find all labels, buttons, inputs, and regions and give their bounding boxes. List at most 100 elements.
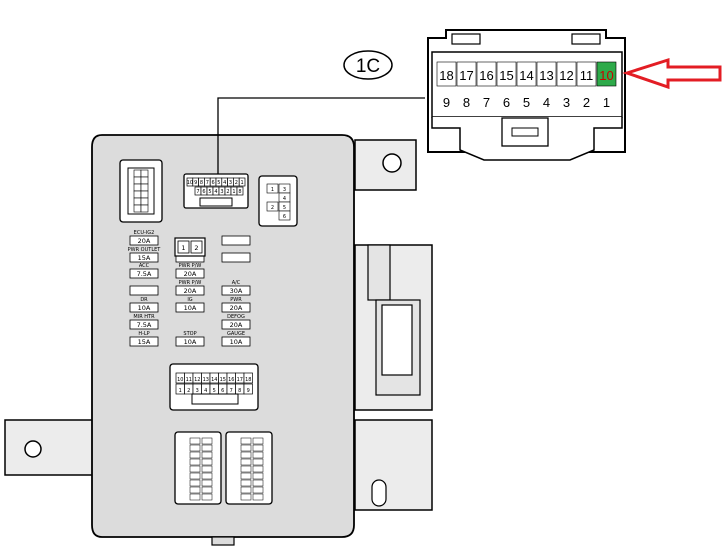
fuse-name-label: ECU-IG2 [134, 230, 155, 236]
pin-label: 6 [503, 95, 510, 110]
lower-connector-pin-label: 3 [196, 388, 199, 394]
lower-connector-pin-label: 7 [230, 388, 233, 394]
fuse-slot [221, 285, 251, 296]
vertical-connector-cell [189, 444, 201, 452]
fuse-rating-label: 20A [230, 304, 243, 312]
pin-cell [516, 61, 537, 87]
pin-label: 13 [539, 68, 553, 83]
lower-connector-pin-label: 6 [221, 388, 224, 394]
left-connector-cell [140, 183, 149, 192]
vertical-connector-cell [189, 479, 201, 487]
fuse-box-body [91, 134, 355, 538]
left-connector-cell [133, 176, 142, 185]
right-plug-pin-label: 3 [283, 187, 286, 193]
fuse-slot [129, 302, 159, 313]
fuse-slot [175, 268, 205, 279]
vertical-connector-cell [189, 472, 201, 480]
small-connector-pin-label: 8 [238, 189, 241, 195]
vertical-connector-cell [201, 493, 213, 501]
fuse-name-label: IG [187, 297, 192, 303]
fuse-slot [221, 302, 251, 313]
small-connector-pin-label: 4 [223, 180, 226, 186]
pin-label: 3 [563, 95, 570, 110]
left-connector-cell [133, 204, 142, 213]
vertical-connector-cell [189, 465, 201, 473]
fuse-slot [129, 235, 159, 246]
lower-connector-pin-label: 11 [186, 377, 192, 383]
vertical-connector-cell [240, 458, 252, 466]
lower-connector-pin-label: 17 [237, 377, 243, 383]
fuse-rating-label: 30A [230, 287, 243, 295]
small-connector-pin-label: 2 [235, 180, 238, 186]
right-plug-pin-label: 5 [283, 205, 286, 211]
vertical-connector-cell [201, 444, 213, 452]
vertical-connector-cell [252, 437, 264, 445]
fuse-name-label: ACC [139, 263, 150, 269]
lower-connector-pin-label: 12 [194, 377, 200, 383]
fuse-name-label: PWR [230, 297, 242, 303]
small-connector-pin-label: 7 [206, 180, 209, 186]
small-connector-pin-label: 10 [187, 180, 193, 186]
pin-cell [456, 61, 477, 87]
pin-label: 2 [583, 95, 590, 110]
left-connector-cell [133, 197, 142, 206]
fuse-slot [221, 235, 251, 246]
lower-connector-pin-label: 16 [228, 377, 234, 383]
vertical-connector-cell [240, 465, 252, 473]
pin-cell [436, 61, 457, 87]
pin-cell [536, 61, 557, 87]
right-plug-pin-label: 6 [283, 214, 286, 220]
pin-label: 8 [463, 95, 470, 110]
fuse-name-label: DR [140, 297, 148, 303]
pin-cell [496, 61, 517, 87]
fuse-name-label: H-LP [138, 331, 149, 337]
vertical-connector-cell [252, 451, 264, 459]
pin-cell [576, 61, 597, 87]
pin-cell [556, 61, 577, 87]
small-connector-cell [236, 186, 244, 196]
callout-1c: 1C [343, 50, 393, 80]
vertical-connector-cell [201, 472, 213, 480]
vertical-connector-cell [252, 458, 264, 466]
pin-label: 18 [439, 68, 453, 83]
fuse-slot [221, 252, 251, 263]
lower-connector-cell [243, 383, 253, 395]
pin-label: 14 [519, 68, 533, 83]
pin-label: 7 [483, 95, 490, 110]
right-plug-cell [266, 183, 279, 194]
vertical-connector-cell [240, 451, 252, 459]
small-connector-pin-label: 6 [202, 189, 205, 195]
fuse-name-label: PWR P/W [179, 263, 202, 269]
vertical-connector-cell [201, 465, 213, 473]
small-connector-cell [238, 177, 246, 187]
fuse-rating-label: 10A [138, 304, 151, 312]
lower-connector-pin-label: 14 [211, 377, 217, 383]
left-connector-cell [140, 204, 149, 213]
vertical-connector-cell [189, 458, 201, 466]
small-connector-pin-label: 1 [241, 180, 244, 186]
vertical-connector-cell [201, 451, 213, 459]
fuse-name-label: GAUGE [227, 331, 245, 337]
right-plug-pin-label: 4 [283, 196, 286, 202]
fuse-name-label: PWR OUTLET [128, 247, 162, 253]
bottom-right-connector [225, 431, 273, 505]
right-plug-pin-label: 1 [271, 187, 274, 193]
vertical-connector-cell [240, 437, 252, 445]
relay-pin-1: 1 [181, 244, 185, 252]
fuse-slot [129, 285, 159, 296]
vertical-connector-cell [252, 465, 264, 473]
pin-label: 17 [459, 68, 473, 83]
small-connector-pin-label: 9 [194, 180, 197, 186]
fuse-slot [221, 336, 251, 347]
vertical-connector-cell [240, 479, 252, 487]
fuse-rating-label: 20A [184, 287, 197, 295]
fuse-slot [175, 336, 205, 347]
vertical-connector-cell [201, 458, 213, 466]
lower-connector-pin-label: 4 [204, 388, 207, 394]
left-connector-cell [140, 190, 149, 199]
left-connector-cell [133, 169, 142, 178]
